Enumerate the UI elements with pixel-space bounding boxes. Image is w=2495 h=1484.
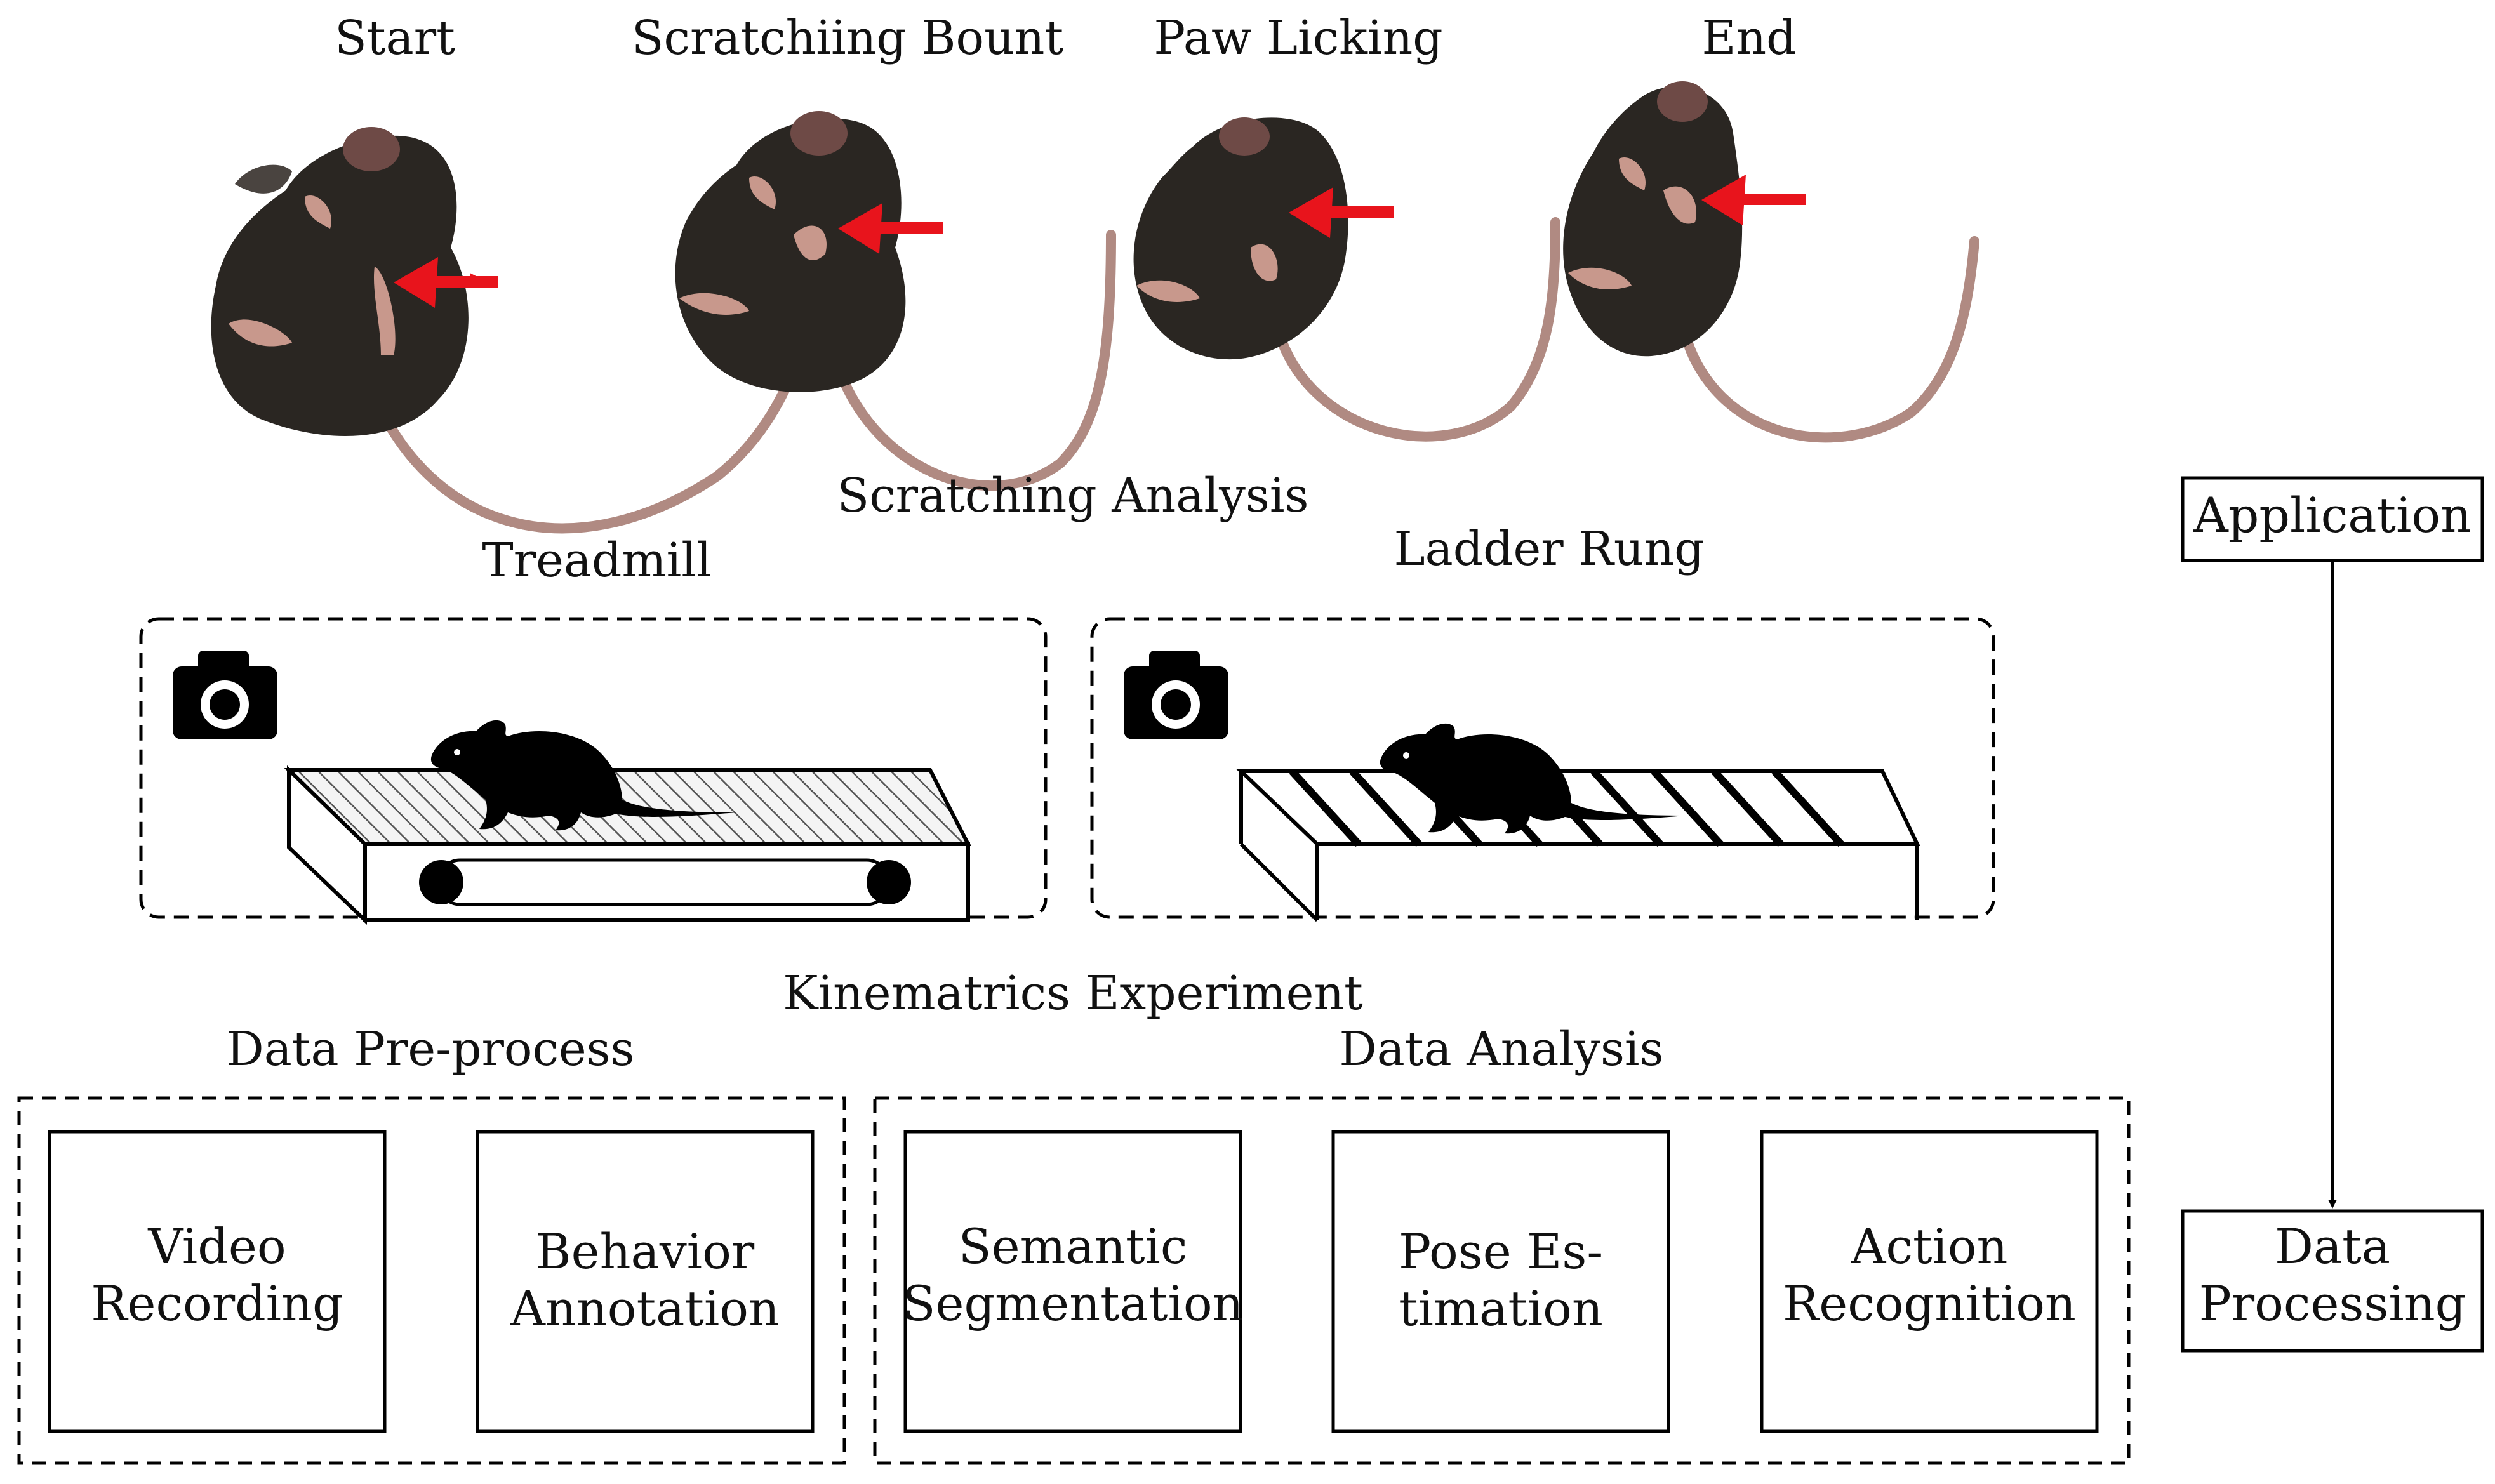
application-box: Application [2181,476,2484,562]
application-flow: Application Data Processing [2181,476,2484,1353]
video-recording-line-1: Video [147,1218,286,1275]
ladder-rung-panel [1090,617,1995,922]
mouse-photo-scratching-bout [675,111,1116,491]
treadmill-icon [284,765,971,925]
frame-label-end: End [1701,11,1796,65]
action-recognition-line-2: Recognition [1783,1275,2076,1332]
camera-icon [1124,651,1228,739]
ladder-rung-label: Ladder Rung [1394,522,1704,576]
data-analysis-group: Data Analysis Semantic Segmentation Pose… [873,1022,2131,1465]
action-recognition-line-1: Action [1851,1218,2008,1275]
kinematics-experiment-label: Kinematrics Experiment [783,966,1363,1021]
pose-estimation-line-1: Pose Es- [1399,1223,1603,1280]
behavior-annotation-line-1: Behavior [536,1223,755,1280]
treadmill-label: Treadmill [482,533,711,588]
data-preprocess-title: Data Pre-process [226,1022,634,1077]
mouse-photo-paw-licking [1133,117,1560,442]
kinematics-experiment: Treadmill Ladder Rung [139,522,1995,1021]
data-processing-box: Data Processing [2181,1209,2484,1353]
video-recording-line-2: Recording [91,1275,343,1332]
frame-label-paw-licking: Paw Licking [1154,11,1442,65]
frame-label-scratching-bout: Scratchiing Bount [632,11,1064,65]
data-processing-line-2: Processing [2199,1275,2466,1332]
video-recording-box: Video Recording [48,1130,387,1433]
semantic-segmentation-line-1: Semantic [959,1218,1188,1275]
behavior-annotation-box: Behavior Annotation [476,1130,815,1433]
data-analysis-title: Data Analysis [1339,1022,1663,1077]
data-preprocess-group: Data Pre-process Video Recording Behavio… [17,1022,846,1465]
scratching-analysis-label: Scratching Analysis [837,468,1309,523]
ladder-icon [1236,768,1920,922]
data-processing-line-1: Data [2275,1218,2390,1275]
mouse-photo-end [1563,81,1979,443]
semantic-segmentation-box: Semantic Segmentation [902,1130,1244,1433]
pose-estimation-box: Pose Es- timation [1331,1130,1670,1433]
behavior-annotation-line-2: Annotation [510,1280,780,1337]
semantic-segmentation-line-2: Segmentation [902,1275,1243,1332]
pose-estimation-line-2: timation [1399,1280,1603,1337]
treadmill-panel [139,617,1048,925]
action-recognition-box: Action Recognition [1760,1130,2099,1433]
scratching-frames: Start Scratchiing Bount Paw Licking End [211,11,1979,534]
application-label: Application [2193,487,2472,543]
camera-icon [173,651,277,739]
frame-label-start: Start [335,11,455,65]
